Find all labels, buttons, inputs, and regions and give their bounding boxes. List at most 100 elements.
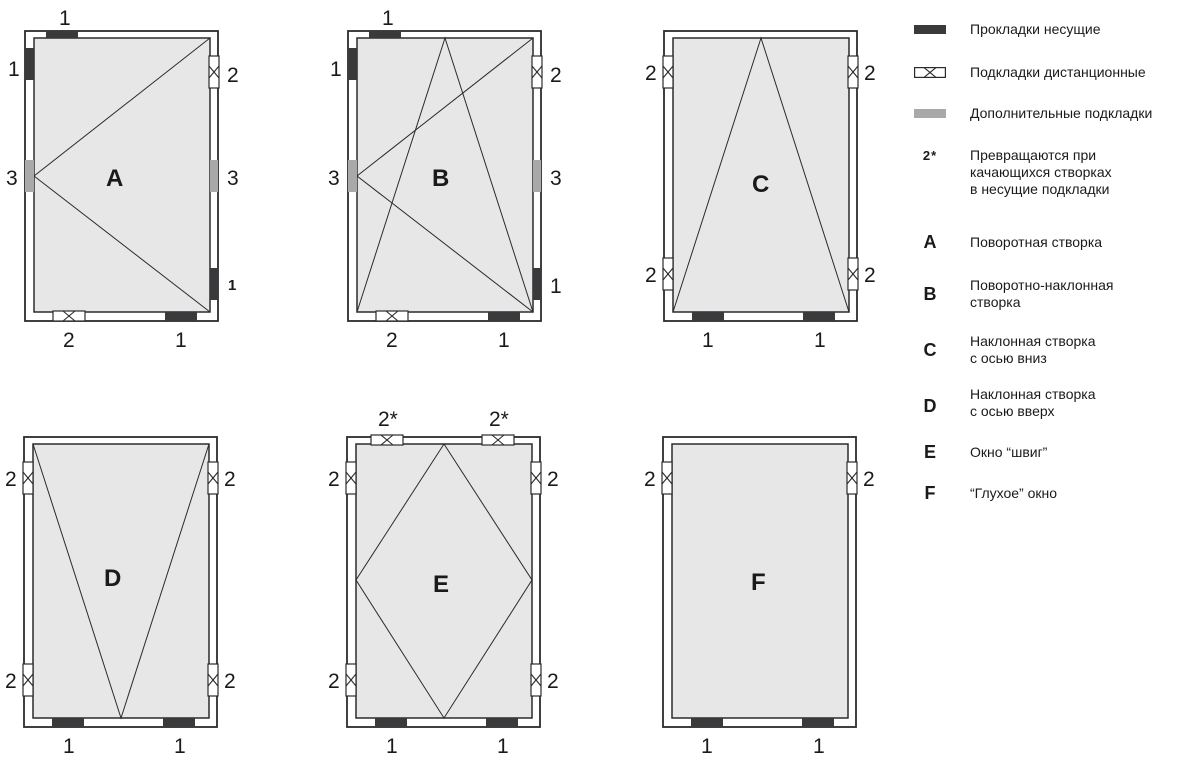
panel-f-label-right: 2: [863, 468, 875, 491]
panel-b-letter: B: [432, 165, 449, 192]
panel-e: 2* 2* 2 2 2 2 1 1 E: [328, 408, 559, 758]
panel-f-label-bottom-left: 1: [701, 735, 713, 758]
legend-text: Дополнительные подкладки: [970, 105, 1153, 121]
panel-e-label-right-bottom: 2: [547, 670, 559, 693]
panel-e-opening-lines: [355, 443, 533, 719]
spacer-block-icon: [912, 64, 948, 81]
panel-b-label-right-bottom: 1: [550, 275, 562, 298]
panel-e-spacer-right-bottom: [530, 663, 542, 697]
panel-d-label-right-bottom: 2: [224, 670, 236, 693]
panel-c: 2 2 2 2 1 1 C: [645, 30, 876, 352]
panel-b-label-right-top: 2: [550, 64, 562, 87]
panel-a-load-block-left: [25, 48, 34, 80]
panel-f-load-block-bottom-left: [691, 718, 723, 727]
load-bearing-block-icon: [912, 21, 948, 38]
legend-letter-f: F: [924, 483, 936, 503]
panel-e-label-top-right: 2*: [489, 408, 509, 431]
panel-e-sash: [355, 443, 533, 719]
panel-e-spacer-left-bottom: [345, 663, 357, 697]
panel-b-label-bottom-left: 2: [386, 329, 398, 352]
legend-letter-e: E: [923, 442, 936, 462]
panel-e-spacer-top-right: [481, 434, 515, 446]
panel-c-sash: [672, 37, 850, 313]
panel-d-spacer-left-top: [22, 461, 34, 495]
panel-d-letter: D: [104, 565, 121, 592]
panel-a-sash: [33, 37, 211, 313]
panel-e-letter: E: [433, 571, 449, 598]
panel-d-spacer-right-top: [207, 461, 219, 495]
panel-c-load-block-bottom-left: [692, 312, 724, 321]
legend-text: Превращаются при качающихся створках в н…: [970, 147, 1112, 197]
panel-e-label-top-left: 2*: [378, 408, 398, 431]
panel-b-spacer-right: [531, 55, 543, 89]
panel-a-extra-block-right: [210, 160, 218, 192]
panel-d-opening-lines: [32, 443, 210, 720]
panel-f-spacer-left: [661, 461, 673, 495]
panel-a-label-right-bottom: 1: [228, 277, 236, 294]
panel-e-label-bottom-left: 1: [386, 735, 398, 758]
panel-b-tilt-lines: [356, 36, 534, 313]
panel-a-spacer-bottom: [52, 310, 86, 322]
legend-letter-a: A: [923, 232, 937, 252]
panel-c-label-left-top: 2: [645, 62, 657, 85]
legend-text: “Глухое” окно: [970, 485, 1058, 501]
legend-text: Прокладки несущие: [970, 21, 1101, 37]
panel-a-spacer-right: [208, 55, 220, 89]
legend-text: Наклонная створка с осью вниз: [970, 333, 1096, 366]
panel-e-spacer-right-top: [530, 461, 542, 495]
panel-b-load-block-right: [533, 268, 541, 300]
panel-d-label-bottom-left: 1: [63, 735, 75, 758]
panel-b-extra-block-left: [348, 160, 357, 192]
panel-e-label-right-top: 2: [547, 468, 559, 491]
panel-a: 1 1 3 2 3 1 2 1 A: [6, 7, 239, 352]
panel-a-label-right-top: 2: [227, 64, 239, 87]
panel-a-label-right-mid: 3: [227, 167, 239, 190]
panel-d-label-right-top: 2: [224, 468, 236, 491]
panel-c-label-bottom-left: 1: [702, 329, 714, 352]
panel-c-label-right-top: 2: [864, 62, 876, 85]
panel-c-label-bottom-right: 1: [814, 329, 826, 352]
legend-letter-c: C: [923, 340, 937, 360]
panel-a-load-block-top: [46, 31, 78, 38]
panel-e-label-left-bottom: 2: [328, 670, 340, 693]
panel-c-spacer-right-bottom: [847, 257, 859, 291]
legend-letter-d: D: [923, 396, 937, 416]
panel-f-letter: F: [751, 569, 766, 596]
panel-f-sash: [671, 443, 849, 719]
panel-d-spacer-right-bottom: [207, 663, 219, 697]
panel-a-label-top: 1: [59, 7, 71, 30]
panel-e-load-block-bottom-left: [375, 718, 407, 727]
panel-a-label-bottom-left: 2: [63, 329, 75, 352]
panel-a-label-left-mid: 3: [6, 167, 18, 190]
panel-a-load-block-right: [210, 268, 218, 300]
legend-text: Поворотно-наклонная створка: [970, 277, 1114, 310]
panel-a-label-bottom-right: 1: [175, 329, 187, 352]
panel-b-label-left-mid: 3: [328, 167, 340, 190]
panel-f-spacer-right: [846, 461, 858, 495]
panel-f: 2 2 1 1 F: [644, 436, 875, 758]
panel-b-load-block-bottom: [488, 312, 520, 321]
panel-d-load-block-bottom-right: [163, 718, 195, 727]
legend-text: Поворотная створка: [970, 234, 1103, 250]
panel-c-spacer-left-top: [662, 55, 674, 89]
panel-b-label-right-mid: 3: [550, 167, 562, 190]
panel-a-load-block-bottom: [165, 312, 197, 321]
panel-f-label-bottom-right: 1: [813, 735, 825, 758]
panel-c-spacer-right-top: [847, 55, 859, 89]
panel-e-spacer-top-left: [370, 434, 404, 446]
panel-b-label-left-top: 1: [330, 58, 342, 81]
panel-c-label-left-bottom: 2: [645, 264, 657, 287]
panel-b-extra-block-right: [533, 160, 541, 192]
legend-text: Окно “швиг”: [970, 444, 1048, 460]
panel-c-opening-lines: [672, 36, 850, 313]
panel-e-load-block-bottom-right: [486, 718, 518, 727]
legend-letter-b: B: [923, 284, 937, 304]
panel-a-label-left-top: 1: [8, 58, 20, 81]
panel-e-label-bottom-right: 1: [497, 735, 509, 758]
panel-c-spacer-left-bottom: [662, 257, 674, 291]
panel-a-letter: A: [106, 165, 123, 192]
panel-d-load-block-bottom-left: [52, 718, 84, 727]
legend: Прокладки несущие Подкладки дистанционны…: [912, 0, 1179, 767]
panel-d-label-left-top: 2: [5, 468, 17, 491]
panel-b-load-block-top: [369, 31, 401, 38]
